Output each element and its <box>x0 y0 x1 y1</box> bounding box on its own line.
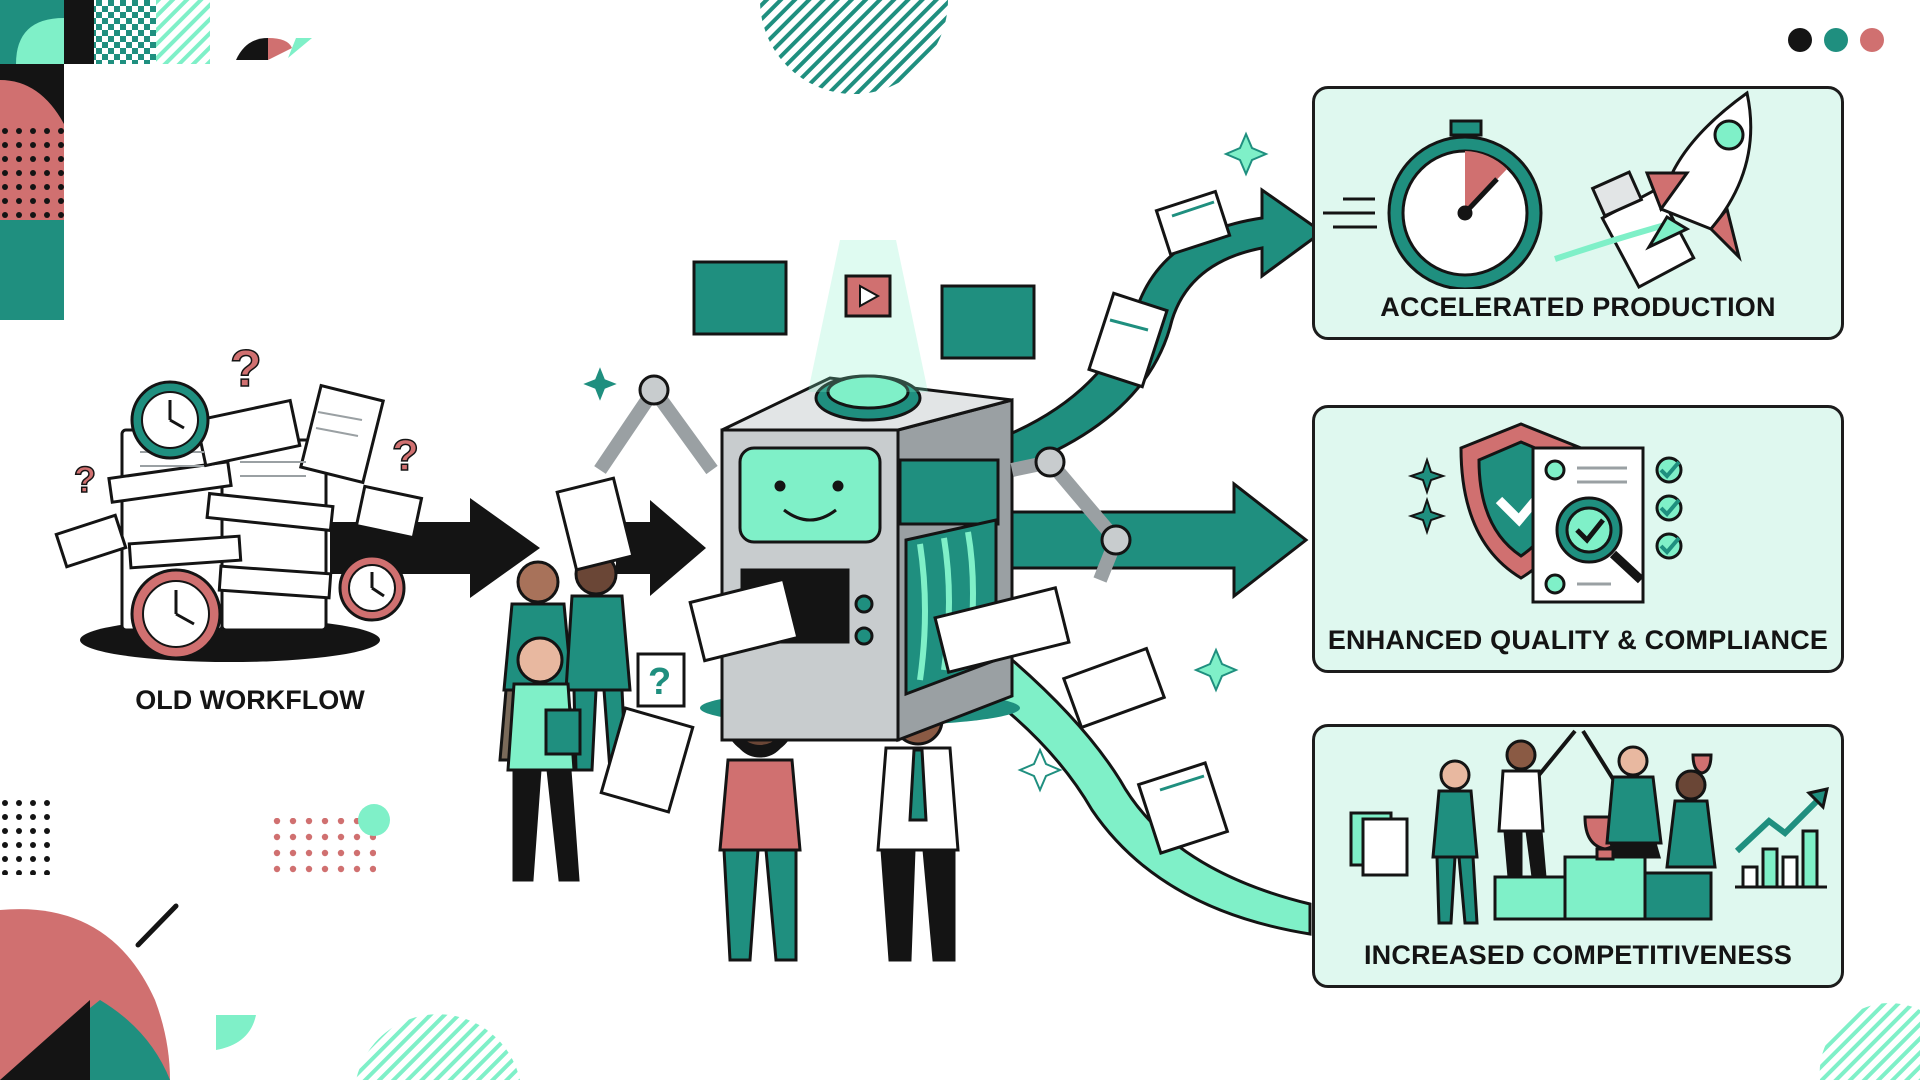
clock-icon <box>130 380 210 460</box>
panel-label-quality: ENHANCED QUALITY & COMPLIANCE <box>1327 625 1829 655</box>
corner-decoration-top-left <box>0 0 312 320</box>
checklist-icon <box>1655 456 1683 560</box>
clock-icon <box>338 554 406 622</box>
stopwatch-rocket-illustration <box>1323 90 1753 289</box>
panel-label-accelerated: ACCELERATED PRODUCTION <box>1380 292 1776 322</box>
competitiveness-illustration <box>1349 729 1829 925</box>
svg-text:?: ? <box>648 661 671 703</box>
team-figures-left <box>498 552 960 962</box>
old-workflow-paper-pile-icon: ? ? ? <box>54 339 424 662</box>
corner-decoration-bottom-left <box>0 795 1920 1080</box>
window-controls <box>1788 28 1884 52</box>
old-workflow-label: OLD WORKFLOW <box>135 685 365 715</box>
outcome-panel-competitiveness: INCREASED COMPETITIVENESS <box>1312 724 1844 988</box>
panel-label-competitiveness: INCREASED COMPETITIVENESS <box>1363 940 1793 970</box>
clock-icon <box>130 568 222 660</box>
half-circle-decoration-top <box>760 0 948 94</box>
growth-chart-icon <box>1734 787 1829 889</box>
dot-coral <box>1860 28 1884 52</box>
outcome-panel-quality: ENHANCED QUALITY & COMPLIANCE <box>1312 405 1844 673</box>
svg-text:?: ? <box>230 340 262 398</box>
team-celebrating-icon <box>1431 729 1717 925</box>
outcome-panel-accelerated: ACCELERATED PRODUCTION <box>1312 86 1844 340</box>
quality-compliance-illustration <box>1407 422 1683 604</box>
stopwatch-icon <box>1323 119 1543 289</box>
podium-trophy-icon <box>1493 753 1713 921</box>
dot-teal <box>1824 28 1848 52</box>
svg-text:?: ? <box>74 459 96 500</box>
document-stack-icon <box>1349 811 1409 877</box>
sparkle-icons <box>583 131 1269 793</box>
document-icon <box>1590 170 1696 289</box>
dot-black <box>1788 28 1812 52</box>
person-figure <box>506 636 582 882</box>
svg-text:?: ? <box>392 431 419 480</box>
magnifier-check-icon <box>1531 446 1645 604</box>
smiling-document-processing-machine-icon <box>594 240 1132 743</box>
rocket-icon <box>1644 90 1753 262</box>
question-mark-icon: ? ? ? <box>73 339 419 501</box>
